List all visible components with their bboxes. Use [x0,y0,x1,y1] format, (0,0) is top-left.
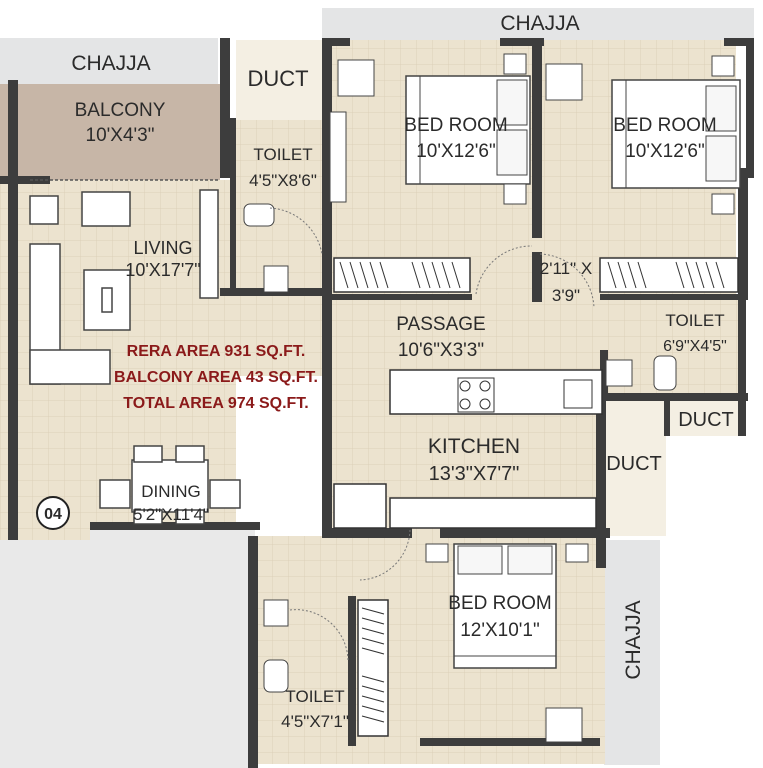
chajja-left-label: CHAJJA [71,52,150,75]
passage-small-line2: 3'9" [552,286,580,305]
balcony-size: 10'X4'3" [86,125,155,146]
side-tables [329,53,735,743]
door-swings [269,207,595,661]
balcony-floor [0,84,220,180]
bedroom-3-name: BED ROOM [448,593,551,614]
balcony-name: BALCONY [75,100,166,121]
rera-area: RERA AREA 931 SQ.FT. [127,343,306,360]
chajja-right-label: CHAJJA [622,600,645,679]
bedroom-1-name: BED ROOM [404,115,507,136]
duct-kitchen-label: DUCT [606,453,662,475]
bedroom-3-size: 12'X10'1" [460,620,540,641]
toilet-3-name: TOILET [285,687,344,706]
bed-1 [405,75,531,185]
bed-3 [453,543,557,669]
toilet-2-size: 6'9"X4'5" [663,338,727,355]
chajja-top-strip [322,8,754,42]
duct-right-label: DUCT [678,409,734,431]
bed-2 [611,79,741,189]
chajja-top-label: CHAJJA [500,12,579,35]
toilet-3-size: 4'5"X7'1" [281,712,349,731]
walls [0,38,754,768]
living-size: 10'X17'7" [125,260,200,280]
kitchen-name: KITCHEN [428,435,520,458]
toilet-fixtures [243,203,677,693]
dining-table [99,445,241,525]
toilet-2-name: TOILET [665,311,724,330]
unit-number: 04 [44,506,62,523]
passage-small-line1: 2'11" X [540,259,592,278]
balcony-area: BALCONY AREA 43 SQ.FT. [114,369,318,386]
wardrobes [333,257,739,737]
bedroom-2-size: 10'X12'6" [625,141,705,162]
kitchen-size: 13'3"X7'7" [429,463,520,485]
living-furniture [29,189,219,385]
unit-number-badge [36,496,70,530]
duct-top-label: DUCT [247,66,308,91]
total-area: TOTAL AREA 974 SQ.FT. [123,395,309,412]
dining-name: DINING [141,482,201,501]
cut-region [0,540,255,768]
passage-name: PASSAGE [396,314,485,335]
living-name: LIVING [133,238,192,258]
toilet-1-size: 4'5"X8'6" [249,171,317,190]
chajja-right-strip [604,540,660,765]
toilet-1-name: TOILET [253,145,312,164]
passage-size: 10'6"X3'3" [398,340,484,361]
kitchen-counter [333,369,603,529]
bedroom-1-size: 10'X12'6" [416,141,496,162]
dining-size: 5'2"X11'4" [133,505,209,524]
chajja-left-strip [0,38,218,84]
bedroom-2-name: BED ROOM [613,115,716,136]
